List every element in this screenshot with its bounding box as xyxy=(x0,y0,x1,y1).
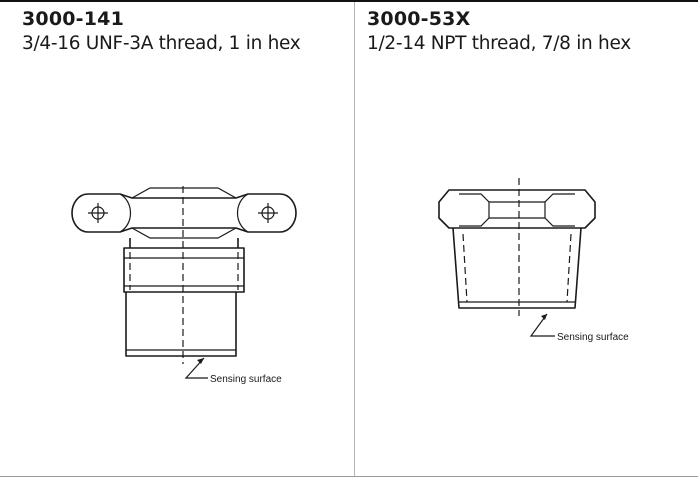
hex-bulge xyxy=(131,187,237,239)
callout-label: Sensing surface xyxy=(557,332,629,343)
callout-arrow-icon xyxy=(197,358,204,364)
callout-leader xyxy=(529,313,555,337)
part-number: 3000-141 xyxy=(22,8,125,30)
lower-body xyxy=(125,292,237,357)
top-rule xyxy=(0,0,698,2)
thread-spec: 3/4-16 UNF-3A thread, 1 in hex xyxy=(22,33,301,54)
flange-right-lobe xyxy=(236,193,249,233)
panel-3000-53x: 3000-53X 1/2-14 NPT thread, 7/8 in hex S… xyxy=(355,2,698,476)
hex-face-right xyxy=(544,193,575,227)
callout-leader xyxy=(184,357,208,379)
panel-3000-141: 3000-141 3/4-16 UNF-3A thread, 1 in hex xyxy=(0,2,354,476)
hex-head xyxy=(438,189,596,229)
thread-root-right xyxy=(566,233,572,303)
neck xyxy=(129,238,239,248)
mounting-hole-right-icon xyxy=(258,203,278,223)
bottom-rule xyxy=(0,476,698,477)
part-number: 3000-53X xyxy=(367,8,471,30)
thread-body xyxy=(123,247,245,293)
callout-label: Sensing surface xyxy=(210,374,282,385)
mounting-hole-left-icon xyxy=(88,203,108,223)
thread-spec: 1/2-14 NPT thread, 7/8 in hex xyxy=(367,33,631,54)
thread-root-left xyxy=(462,233,468,303)
sensor-drawing-3000-53x: Sensing surface xyxy=(438,178,629,343)
column-divider xyxy=(354,2,355,476)
sensor-drawing-3000-141: Sensing surface xyxy=(71,186,297,385)
callout-arrow-icon xyxy=(541,314,547,320)
flange-outline xyxy=(71,193,297,233)
npt-body xyxy=(452,227,582,309)
hex-face-left xyxy=(459,193,490,227)
flange-left-lobe xyxy=(119,193,132,233)
